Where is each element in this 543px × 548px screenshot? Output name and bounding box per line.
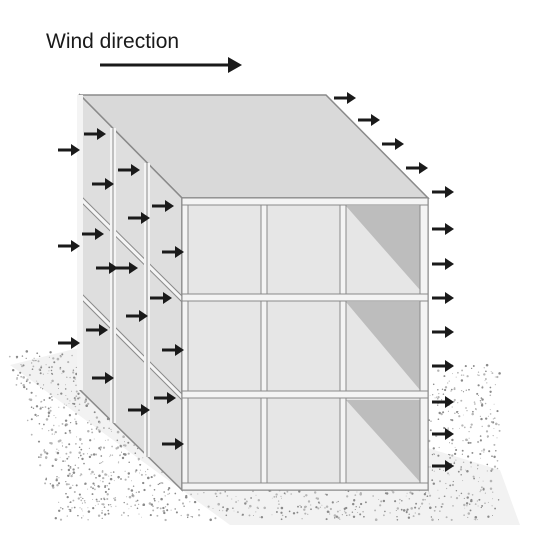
right-arrow-icon (58, 337, 80, 349)
right-arrow-icon (96, 262, 118, 274)
right-arrow-icon (116, 262, 138, 274)
right-arrow-icon (126, 310, 148, 322)
right-arrow-icon (432, 292, 454, 304)
right-arrow-icon (432, 360, 454, 372)
right-arrow-icon (162, 438, 184, 450)
ground-speckles (8, 350, 501, 522)
right-arrow-icon (82, 228, 104, 240)
right-arrow-icon (162, 246, 184, 258)
right-arrow-icon (358, 114, 380, 126)
right-arrow-icon (382, 138, 404, 150)
wind-arrows (58, 92, 454, 472)
right-arrow-icon (84, 128, 106, 140)
right-arrow-icon (406, 162, 428, 174)
right-arrow-icon (432, 186, 454, 198)
right-arrow-icon (58, 144, 80, 156)
right-arrow-icon (432, 326, 454, 338)
right-arrow-icon (92, 178, 114, 190)
right-arrow-icon (58, 240, 80, 252)
right-arrow-icon (128, 212, 150, 224)
wind-direction-label: Wind direction (46, 30, 180, 53)
right-arrow-icon (432, 258, 454, 270)
right-arrow-icon (432, 223, 454, 235)
right-arrow-icon (334, 92, 356, 104)
building-front-face (181, 197, 429, 491)
right-arrow-icon (162, 344, 184, 356)
building-left-side (77, 93, 183, 492)
right-arrow-icon (432, 428, 454, 440)
right-arrow-icon (432, 396, 454, 408)
right-arrow-icon (150, 292, 172, 304)
wind-direction-arrow (100, 57, 242, 73)
right-arrow-icon (152, 200, 174, 212)
right-arrow-icon (432, 460, 454, 472)
right-arrow-icon (128, 404, 150, 416)
right-arrow-icon (118, 164, 140, 176)
right-arrow-icon (86, 324, 108, 336)
right-arrow-icon (92, 372, 114, 384)
right-arrow-icon (154, 392, 176, 404)
